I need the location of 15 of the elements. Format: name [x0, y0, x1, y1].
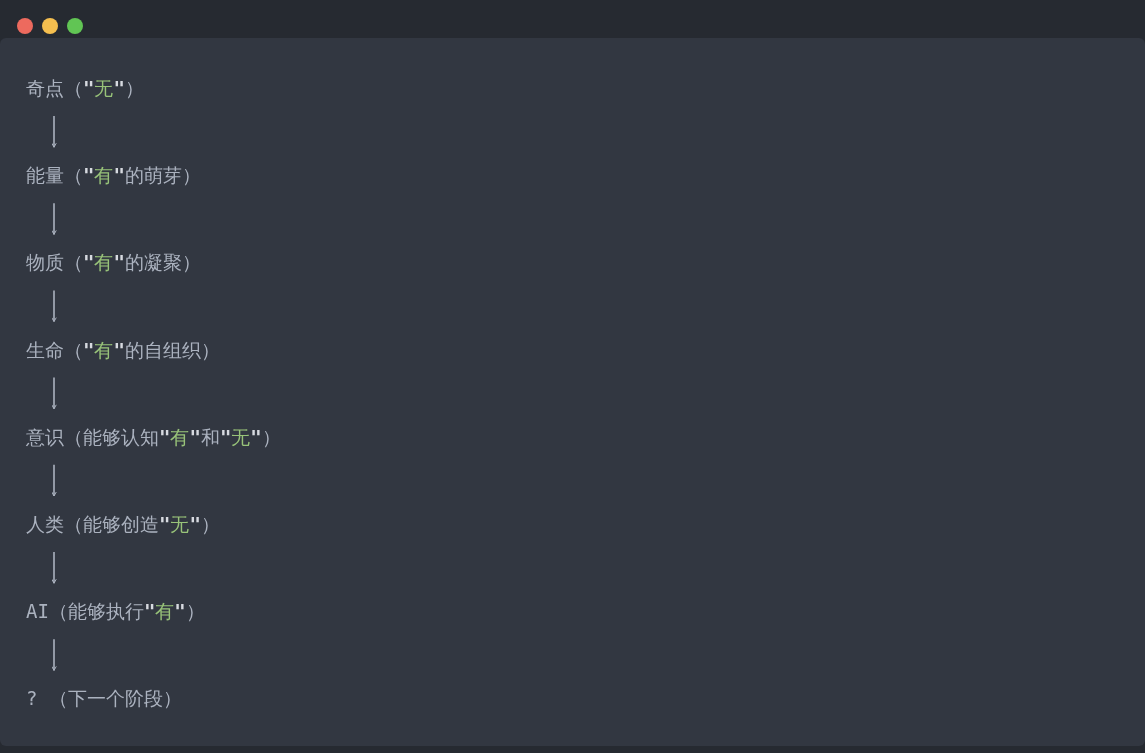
down-arrow: [51, 551, 57, 584]
down-arrow: [51, 464, 57, 497]
stage-text: AI（能够执行"有"）: [26, 599, 205, 624]
stage-text: 能量（"有"的萌芽）: [26, 163, 201, 188]
stage-text: 奇点（"无"）: [26, 76, 144, 100]
stage-text: 物质（"有"的凝聚）: [26, 250, 201, 275]
stage-text: 人类（能够创造"无"）: [26, 512, 220, 536]
stage-text: 意识（能够认知"有"和"无"）: [26, 424, 281, 449]
down-arrow: [51, 638, 57, 672]
stage-text: ? （下一个阶段）: [26, 686, 182, 711]
down-arrow: [51, 289, 57, 323]
down-arrow: [51, 115, 57, 148]
stage-text: 生命（"有"的自组织）: [26, 337, 220, 362]
down-arrow: [51, 376, 57, 410]
down-arrow: [51, 202, 57, 236]
